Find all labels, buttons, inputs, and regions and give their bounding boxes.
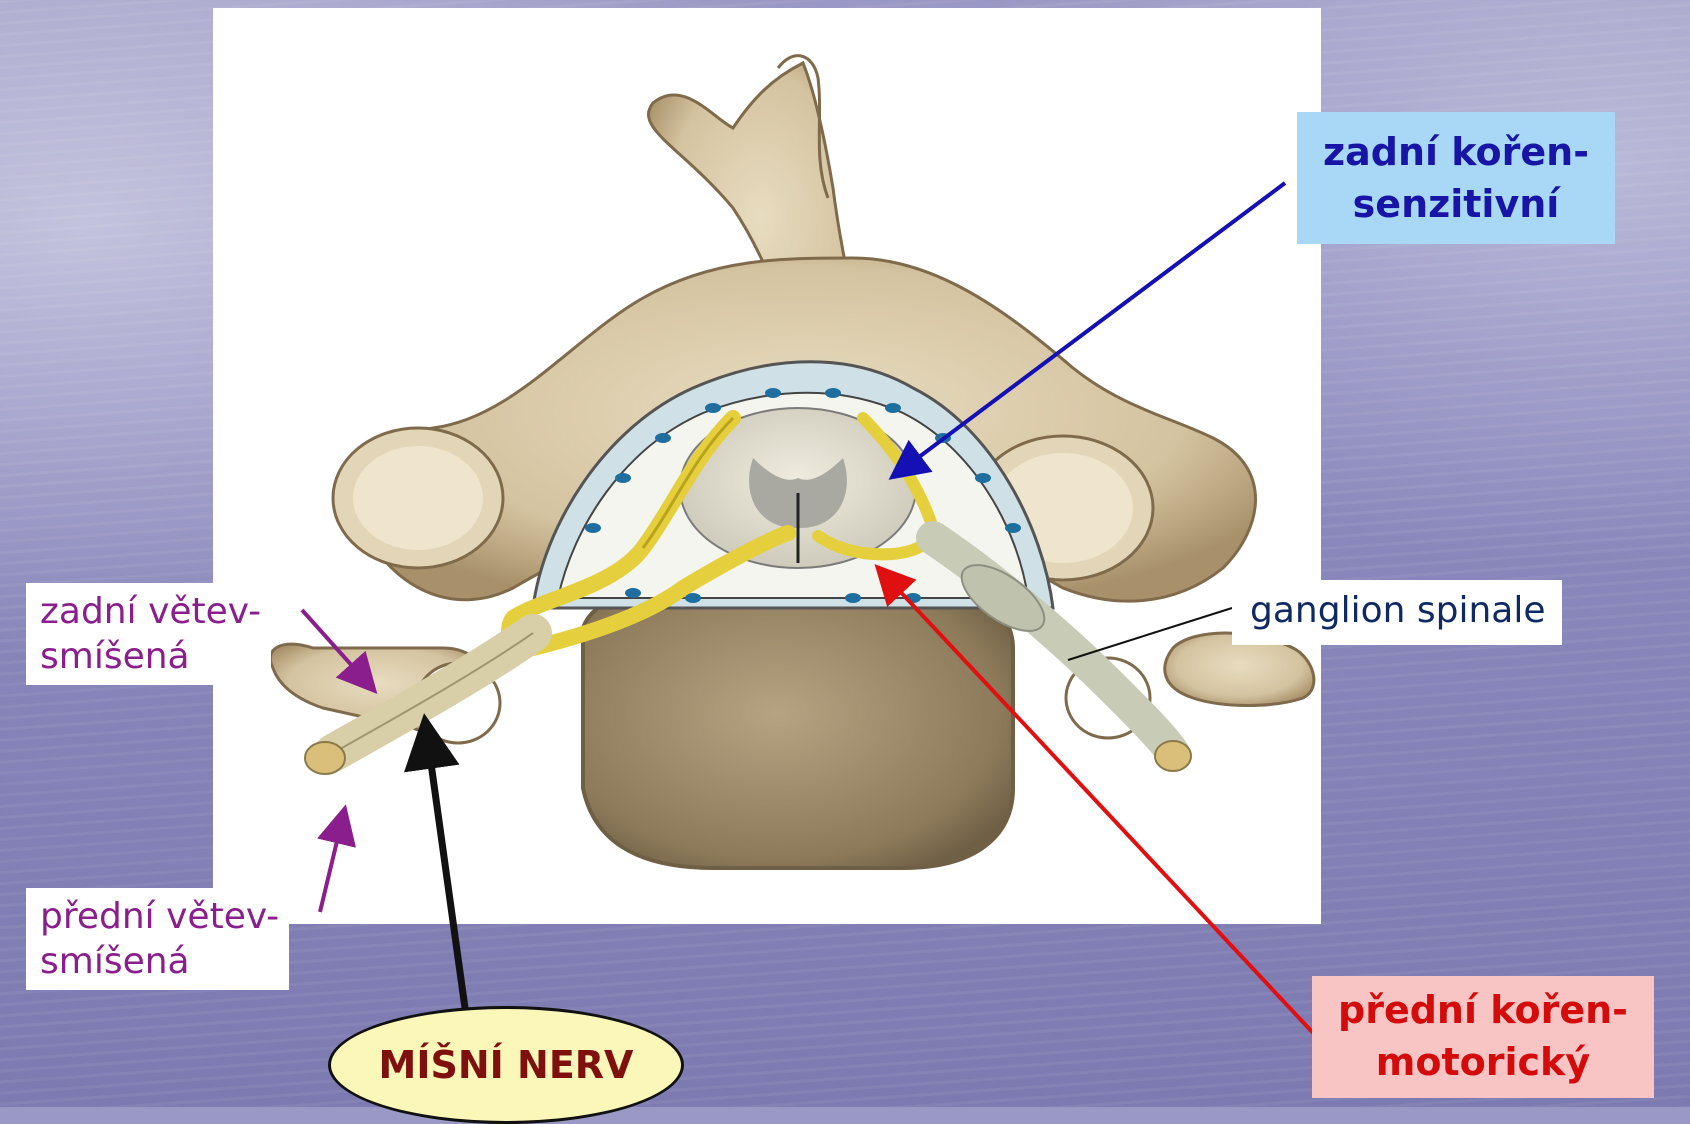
anterior-branch-label: přední větev- smíšená — [26, 888, 289, 990]
spinal-nerve-arrow — [425, 720, 465, 1008]
anterior-root-label-line1: přední kořen- — [1338, 984, 1628, 1036]
posterior-branch-label: zadní větev- smíšená — [26, 583, 271, 685]
ganglion-label-text: ganglion spinale — [1250, 590, 1546, 631]
posterior-branch-arrow — [302, 610, 372, 688]
posterior-branch-label-line2: smíšená — [40, 634, 261, 679]
spinal-nerve-label: MÍŠNÍ NERV — [328, 1006, 684, 1124]
ganglion-leader — [1068, 608, 1232, 660]
anterior-branch-label-line1: přední větev- — [40, 894, 279, 939]
anterior-root-label-line2: motorický — [1338, 1036, 1628, 1088]
posterior-root-label-line2: senzitivní — [1323, 178, 1589, 230]
anterior-branch-arrow — [320, 812, 344, 912]
anterior-root-label: přední kořen- motorický — [1312, 976, 1654, 1098]
posterior-root-label-line1: zadní kořen- — [1323, 126, 1589, 178]
posterior-branch-label-line1: zadní větev- — [40, 589, 261, 634]
anterior-branch-label-line2: smíšená — [40, 939, 279, 984]
ganglion-label: ganglion spinale — [1232, 580, 1562, 645]
posterior-root-label: zadní kořen- senzitivní — [1297, 112, 1615, 244]
posterior-root-arrow — [895, 183, 1285, 475]
spinal-nerve-label-text: MÍŠNÍ NERV — [379, 1043, 634, 1087]
